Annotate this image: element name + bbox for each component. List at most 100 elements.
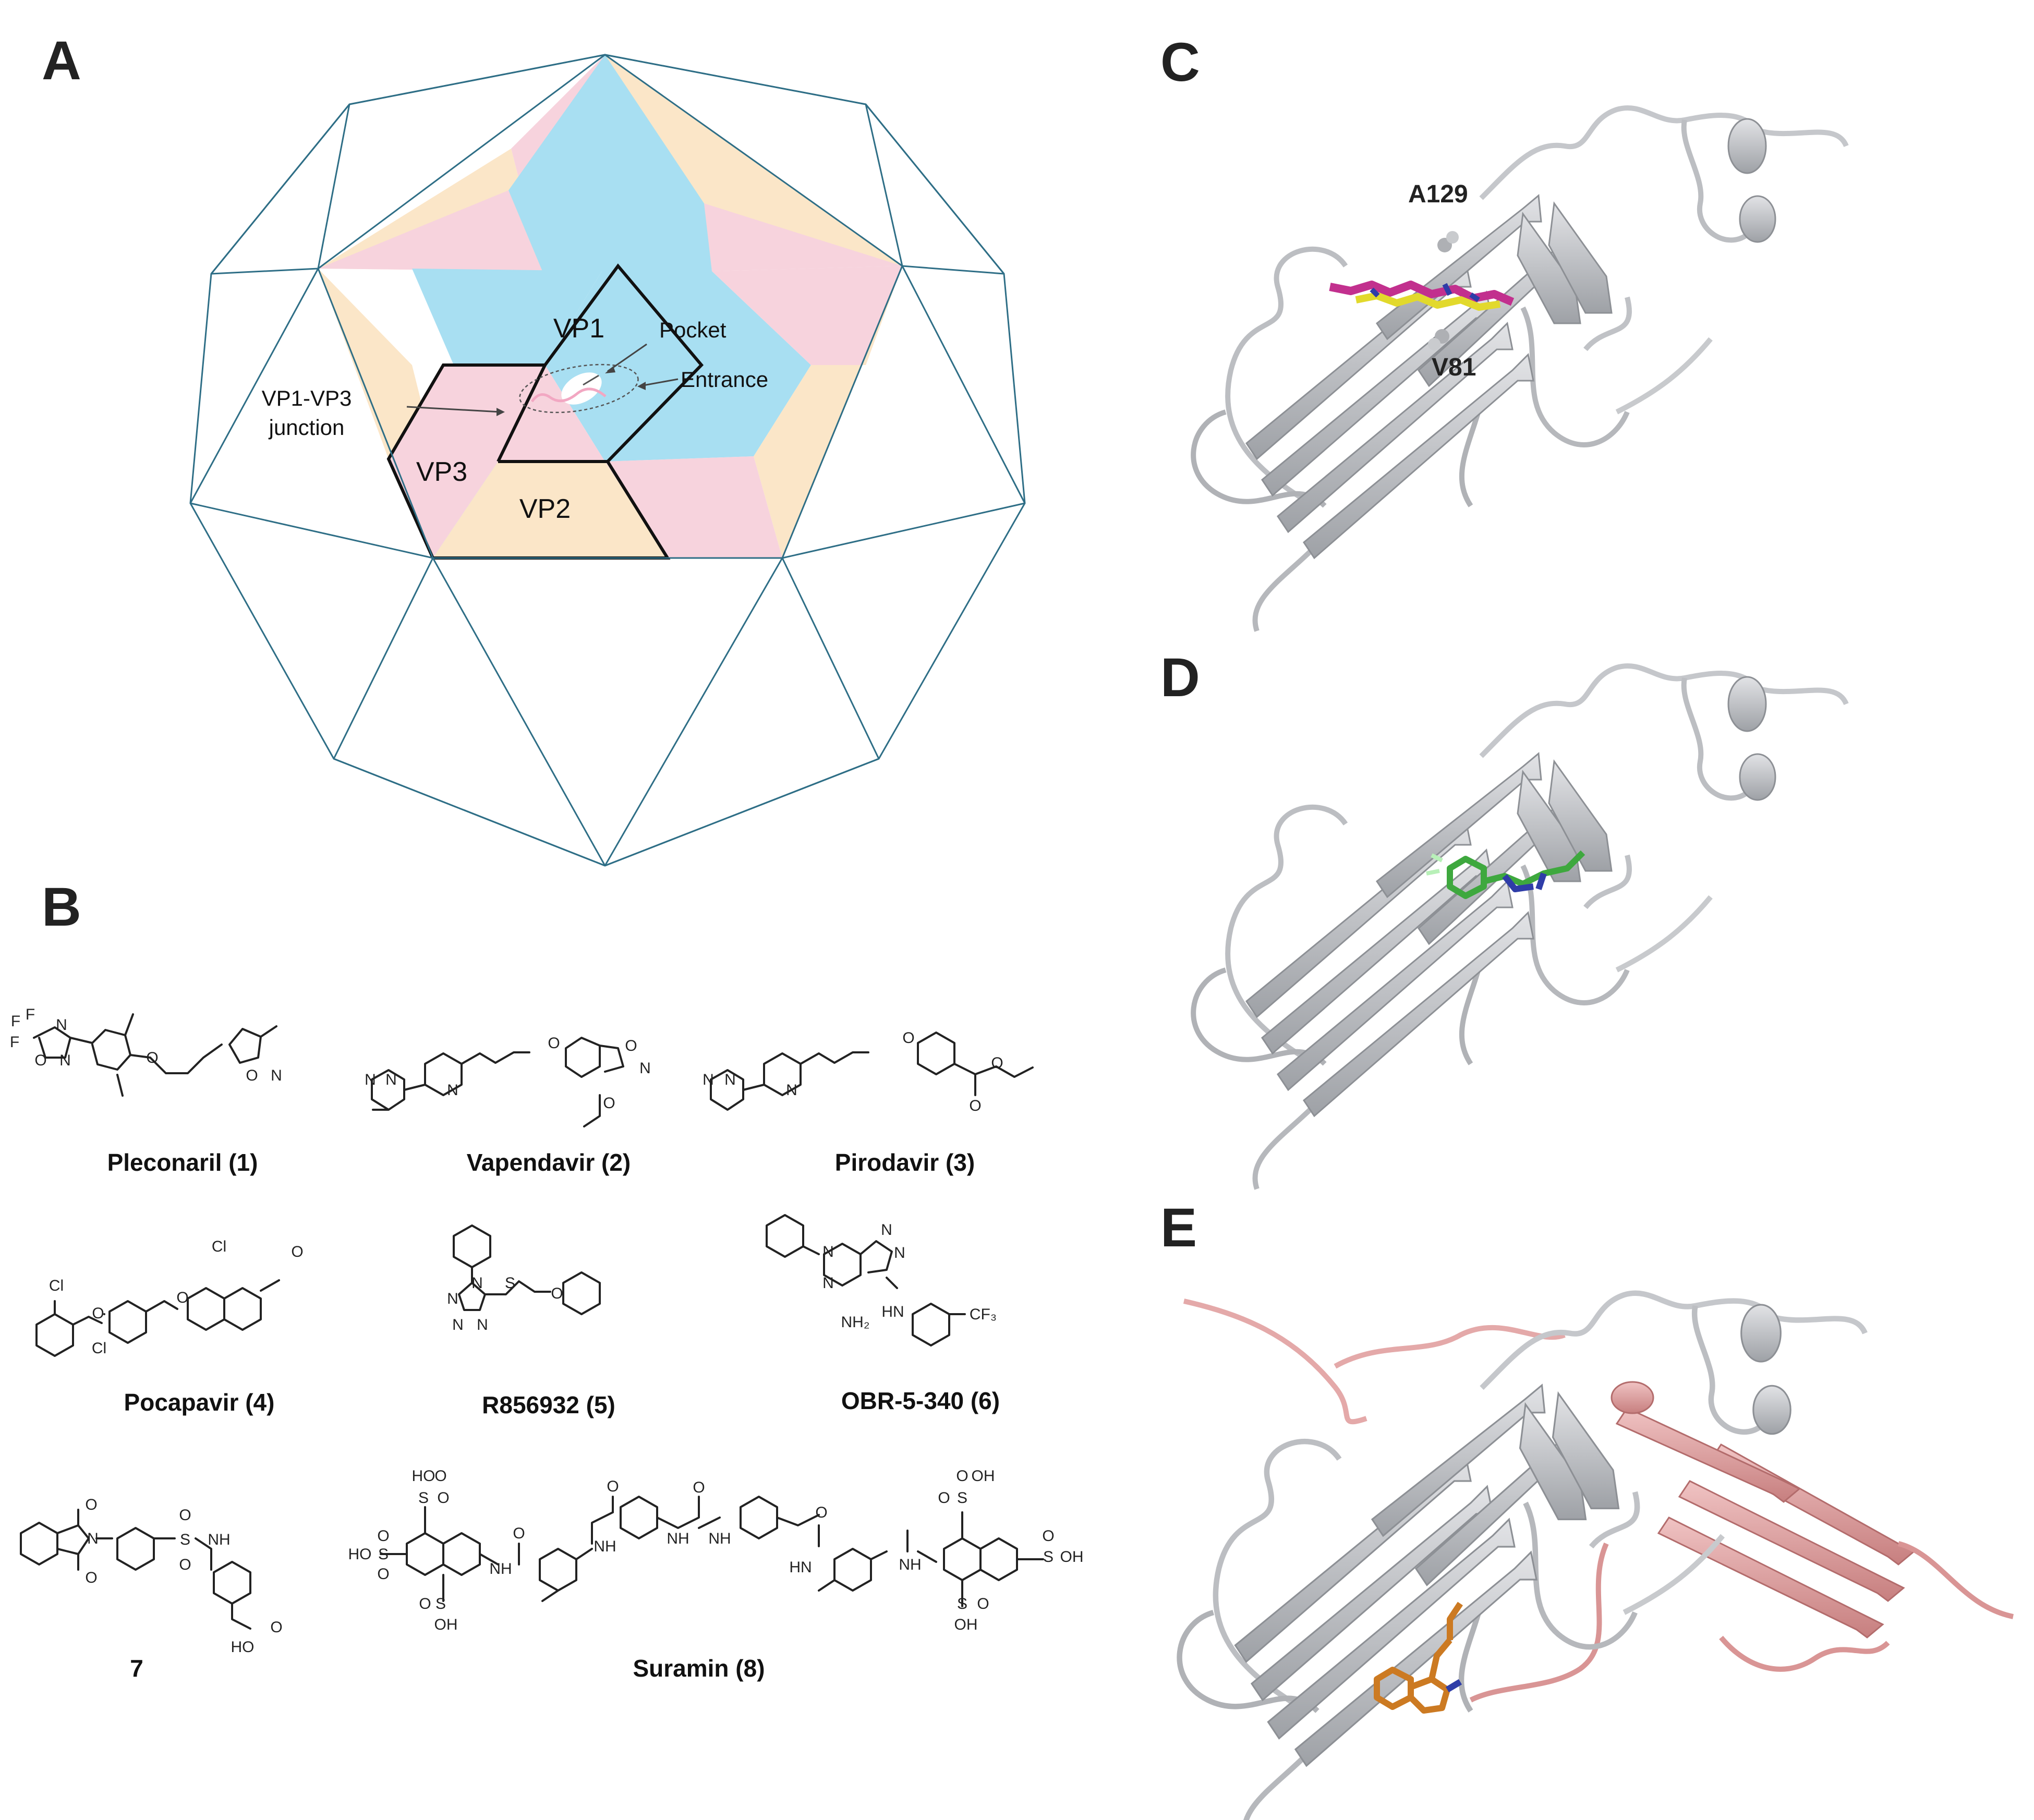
atom-label: O [291, 1243, 303, 1260]
compound-caption: Suramin (8) [633, 1655, 765, 1682]
vp1-label: VP1 [553, 313, 604, 344]
pocket-label: Pocket [659, 318, 727, 342]
atom-label: O [246, 1067, 258, 1084]
panel-a-letter: A [42, 30, 81, 91]
atom-label: O [85, 1569, 97, 1586]
entrance-label: Entrance [681, 367, 768, 392]
atom-label: NH [708, 1530, 731, 1547]
junction-label-line1: VP1-VP3 [262, 386, 352, 410]
atom-label: OH [954, 1616, 978, 1633]
atom-label: Cl [92, 1340, 106, 1357]
panel-c: C A129 V81 [1160, 32, 1846, 631]
atom-label: O [815, 1504, 827, 1521]
panel-c-letter: C [1160, 32, 1200, 93]
atom-label: S [418, 1489, 429, 1507]
atom-label: Cl [49, 1277, 64, 1294]
atom-label: HN [789, 1559, 812, 1576]
atom-label: N [271, 1067, 282, 1084]
residue-label-v81: V81 [1432, 354, 1476, 381]
atom-label: NH [489, 1560, 512, 1578]
vp3-region [704, 203, 902, 271]
structure-compound-7: O N O O S O NH O HO [20, 1496, 283, 1656]
atom-label: N [59, 1052, 71, 1069]
atom-label: HO [412, 1467, 435, 1485]
panel-e-letter: E [1160, 1197, 1197, 1258]
atom-label: O [34, 1052, 46, 1069]
vp3-region [389, 365, 605, 558]
atom-label: O [377, 1566, 389, 1583]
atom-label: O [419, 1595, 431, 1612]
compound-caption: 7 [130, 1655, 143, 1682]
panel-d: D [1160, 647, 1846, 1189]
structure-suramin: HO O S O HO S O O S O OH NH O NH O NH NH… [348, 1467, 1084, 1633]
atom-label: NH [208, 1531, 230, 1548]
vp2-region [433, 462, 668, 558]
atom-label: O [146, 1049, 158, 1066]
atom-label: O [377, 1527, 389, 1545]
atom-label: O [956, 1467, 968, 1485]
atom-label: N [87, 1530, 99, 1547]
atom-label: N [56, 1016, 67, 1034]
atom-label: F [11, 1013, 20, 1030]
atom-label: S [957, 1595, 967, 1612]
junction-label-line2: junction [268, 415, 345, 440]
atom-label: OH [972, 1467, 995, 1485]
atom-label: O [434, 1467, 446, 1485]
atom-label: N [703, 1071, 714, 1088]
atom-label: O [179, 1507, 191, 1524]
atom-label: HO [348, 1546, 372, 1563]
compound-caption: R856932 (5) [482, 1391, 615, 1418]
atom-label: O [625, 1037, 637, 1054]
atom-label: N [822, 1243, 834, 1260]
atom-label: S [1043, 1548, 1054, 1566]
atom-label: O [938, 1489, 950, 1507]
atom-label: HO [231, 1639, 255, 1656]
atom-label: N [786, 1082, 797, 1099]
atom-label: O [92, 1305, 104, 1322]
vp1-region [545, 266, 811, 462]
atom-label: Cl [212, 1238, 226, 1255]
capsid-wireframe [189, 54, 1026, 867]
atom-label: HN [881, 1303, 904, 1320]
atom-label: O [270, 1619, 282, 1636]
atom-label: N [447, 1290, 458, 1307]
atom-label: O [548, 1035, 560, 1052]
atom-label: O [902, 1029, 914, 1047]
atom-label: S [957, 1489, 967, 1507]
structure-pocapavir: Cl O Cl O Cl O [35, 1238, 304, 1357]
structure-pirodavir: N N N O O O [703, 1029, 1034, 1114]
atom-label: S [505, 1275, 515, 1292]
atom-label: O [977, 1595, 989, 1612]
atom-label: S [435, 1595, 446, 1612]
atom-label: S [378, 1546, 389, 1563]
atom-label: NH₂ [841, 1314, 870, 1331]
atom-label: NH [899, 1556, 921, 1573]
atom-label: O [176, 1289, 188, 1306]
atom-label: CF₃ [970, 1306, 997, 1323]
structure-vapendavir: N N N O O N O [365, 1035, 651, 1127]
atom-label: O [1042, 1527, 1054, 1545]
atom-label: O [437, 1489, 449, 1507]
atom-label: N [452, 1316, 464, 1333]
compound-caption: Pleconaril (1) [107, 1149, 258, 1176]
panel-b-letter: B [42, 877, 81, 938]
structure-obr5340: N N N N NH₂ HN CF₃ [766, 1214, 997, 1346]
atom-label: O [179, 1556, 191, 1573]
compound-caption: Vapendavir (2) [467, 1149, 631, 1176]
vp3-region [605, 456, 782, 558]
panel-e: E [1160, 1197, 2014, 1820]
ligand-stick [1374, 1601, 1463, 1714]
atom-label: OH [1060, 1548, 1084, 1566]
atom-label: N [639, 1060, 651, 1077]
atom-label: O [603, 1095, 615, 1112]
atom-label: O [991, 1054, 1003, 1072]
atom-label: N [822, 1275, 834, 1292]
protomer-divider [497, 364, 547, 463]
panel-d-letter: D [1160, 647, 1200, 708]
vp1-region [412, 266, 712, 365]
atom-label: O [607, 1478, 619, 1495]
vp2-region [754, 266, 902, 558]
atom-label: N [881, 1221, 892, 1239]
atom-label: O [513, 1525, 525, 1542]
atom-label: F [26, 1006, 35, 1023]
